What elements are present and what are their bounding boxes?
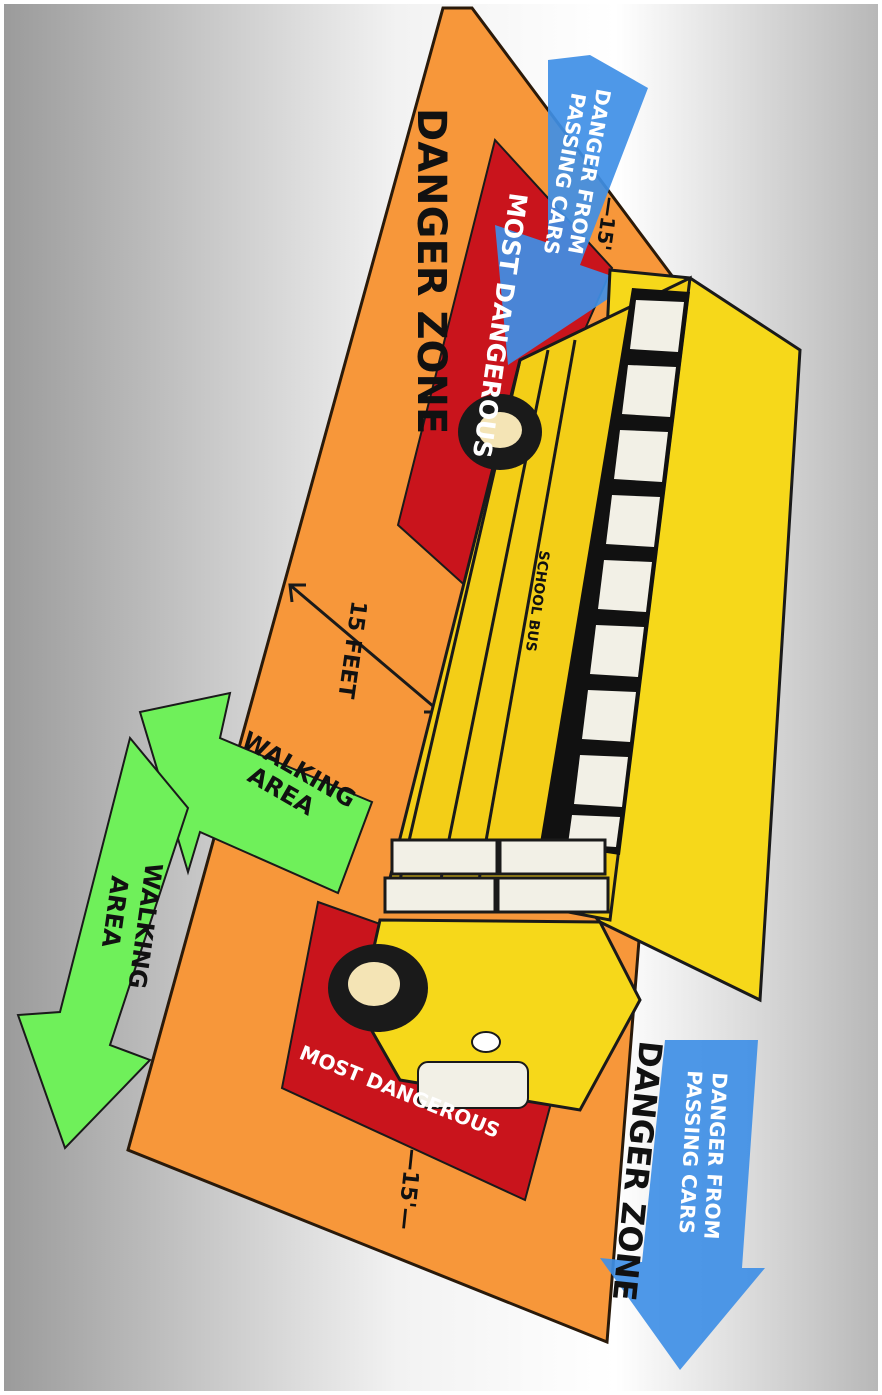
danger-zone-label-top: DANGER ZONE: [408, 108, 454, 434]
bus-wheel-rear: [328, 944, 428, 1032]
bus-headlight: [472, 1032, 500, 1052]
passing-cars-label-bottom: DANGER FROM PASSING CARS: [674, 1070, 732, 1240]
